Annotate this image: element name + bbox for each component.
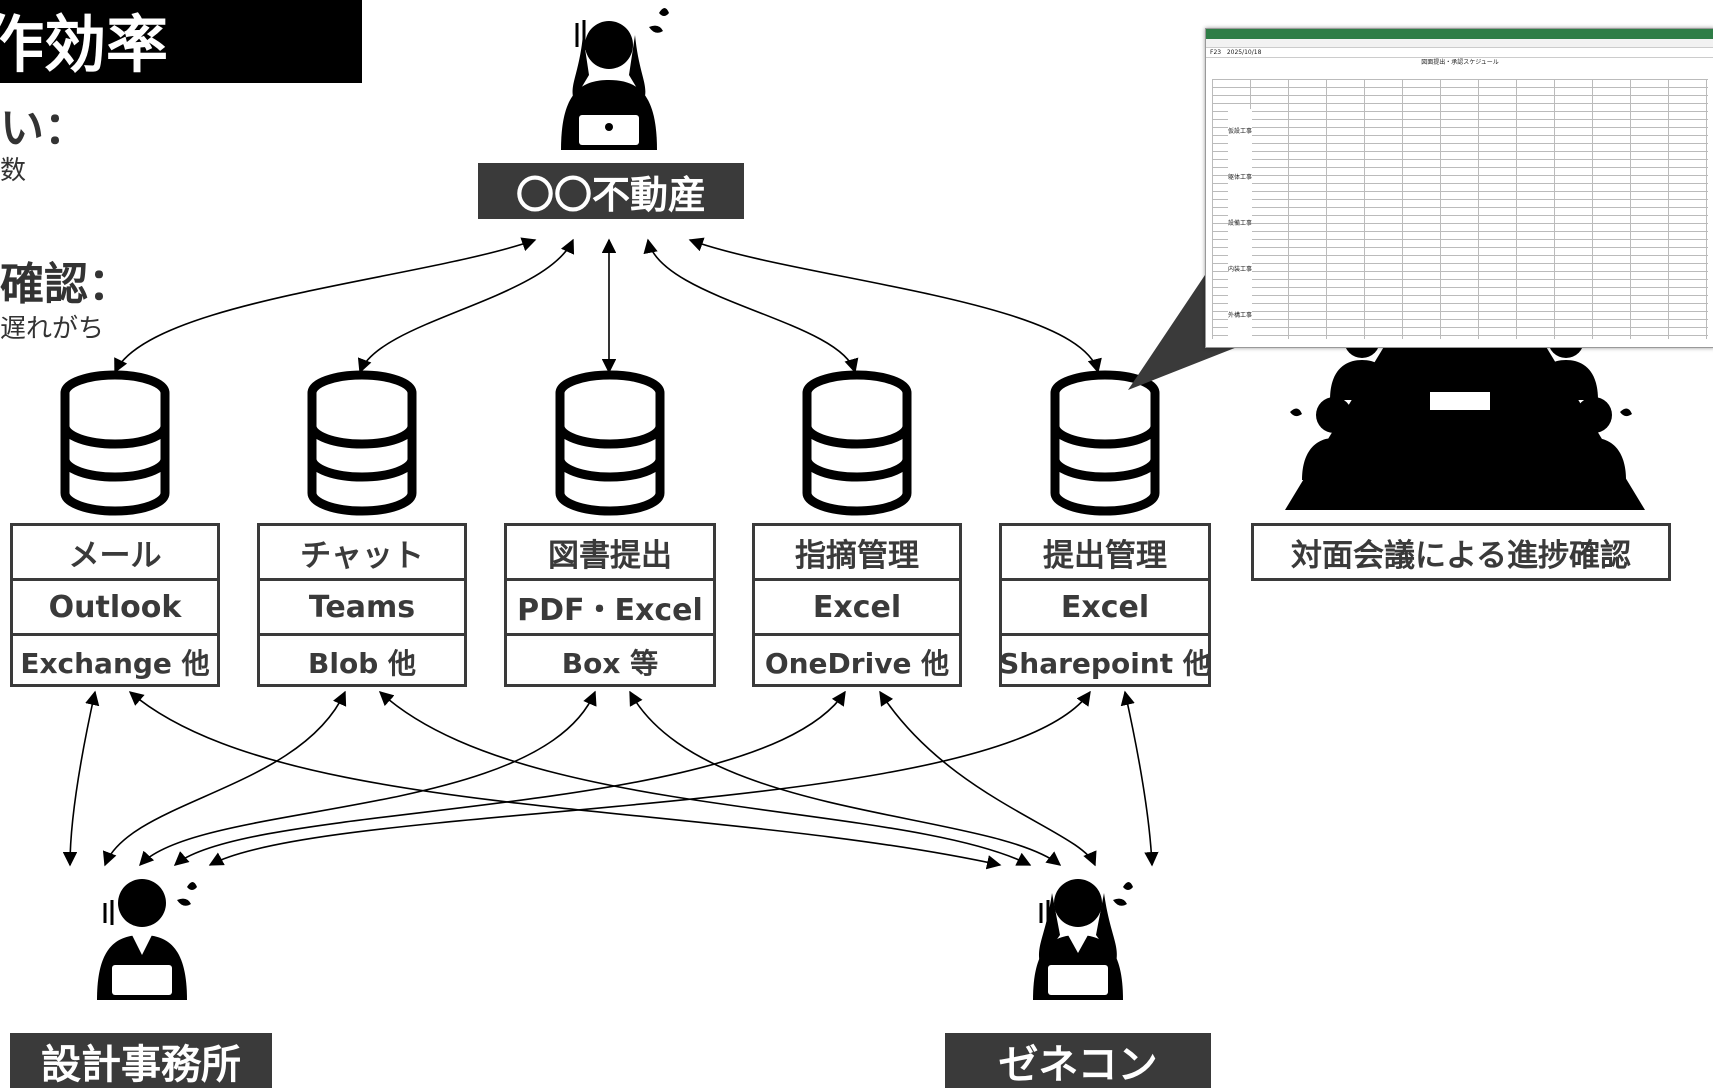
- tool-storage: OneDrive 他: [764, 647, 950, 680]
- tool-table-issues: 指摘管理 Excel OneDrive 他: [752, 523, 962, 687]
- person-icon-architect: [97, 879, 197, 1000]
- note-sub-2: 遅れがち: [0, 314, 105, 344]
- formula-value: 2025/10/18: [1226, 49, 1262, 56]
- spreadsheet-groups: 仮設工事 躯体工事 設備工事 内装工事 外構工事: [1228, 109, 1253, 339]
- tool-app: PDF・Excel: [507, 581, 713, 636]
- tool-storage: Exchange 他: [20, 647, 210, 680]
- tool-app: Outlook: [13, 581, 217, 636]
- database-icon-issues: [807, 375, 907, 511]
- title-text: 作効率: [0, 8, 169, 81]
- spreadsheet-titlebar: [1206, 29, 1713, 39]
- tool-category: チャット: [260, 526, 464, 581]
- group-label: 内装工事: [1228, 266, 1253, 273]
- group-label: 仮設工事: [1228, 128, 1253, 135]
- tool-category: メール: [13, 526, 217, 581]
- party-arrows: [62, 690, 1159, 870]
- database-icon-submit: [1055, 375, 1155, 511]
- tool-app: Teams: [260, 581, 464, 636]
- spreadsheet-window: F23 2025/10/18 図面提出・承認スケジュール 仮設工事 躯体工事 設…: [1205, 28, 1713, 348]
- tool-category: 提出管理: [1002, 526, 1208, 581]
- note-heading-1: い：: [0, 103, 88, 154]
- tool-table-mail: メール Outlook Exchange 他: [10, 523, 220, 687]
- tool-table-submit: 提出管理 Excel Sharepoint 他: [999, 523, 1211, 687]
- database-icon-chat: [312, 375, 412, 511]
- person-icon-contractor: [1033, 879, 1133, 1000]
- tool-storage: Sharepoint 他: [999, 647, 1211, 680]
- database-icon-mail: [65, 375, 165, 511]
- tool-storage: Blob 他: [308, 647, 416, 680]
- tool-category: 図書提出: [507, 526, 713, 581]
- tool-app: Excel: [1002, 581, 1208, 636]
- note-heading-2: 確認：: [0, 259, 132, 310]
- tool-storage: Box 等: [561, 647, 659, 680]
- tool-app: Excel: [755, 581, 959, 636]
- arrow-owner-chat: [357, 238, 575, 374]
- arrow-owner-issues: [643, 238, 859, 374]
- spreadsheet-grid: [1212, 79, 1708, 339]
- person-icon-owner: [561, 8, 669, 150]
- meeting-label: 対面会議による進捗確認: [1251, 523, 1671, 581]
- tool-table-chat: チャット Teams Blob 他: [257, 523, 467, 687]
- architect-label: 設計事務所: [10, 1033, 272, 1088]
- group-label: 設備工事: [1228, 220, 1253, 227]
- database-icon-docs: [560, 375, 660, 511]
- tool-category: 指摘管理: [755, 526, 959, 581]
- owner-arrows: [114, 237, 1102, 374]
- note-sub-1: 数: [0, 156, 27, 186]
- cell-ref: F23: [1210, 49, 1222, 56]
- owner-label: 〇〇不動産: [478, 163, 744, 219]
- title-bar: 作効率: [0, 0, 362, 83]
- arrow-owner-submit: [688, 237, 1102, 374]
- spreadsheet-formula-bar: F23 2025/10/18: [1206, 48, 1713, 58]
- spreadsheet-ribbon: [1206, 39, 1713, 48]
- tool-table-docs: 図書提出 PDF・Excel Box 等: [504, 523, 716, 687]
- contractor-label: ゼネコン: [945, 1033, 1211, 1088]
- spreadsheet-sheet-title: 図面提出・承認スケジュール: [1421, 59, 1499, 66]
- group-label: 躯体工事: [1228, 174, 1253, 181]
- group-label: 外構工事: [1228, 312, 1253, 319]
